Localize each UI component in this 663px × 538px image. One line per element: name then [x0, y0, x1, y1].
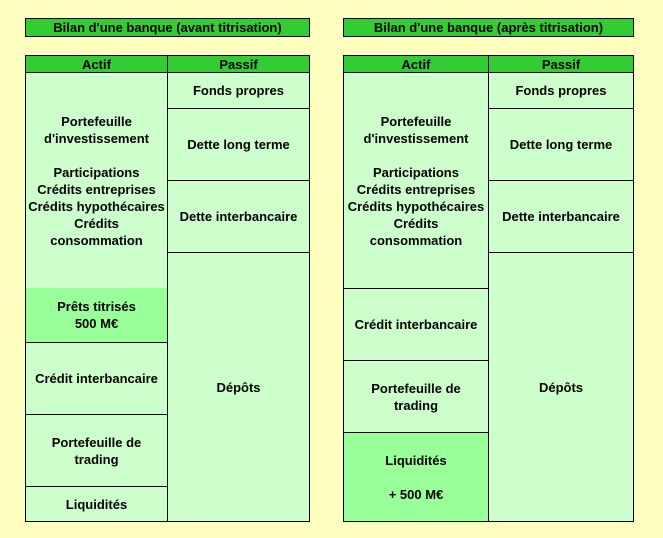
credit-interbancaire-before: Crédit interbancaire [25, 342, 168, 415]
credit-interbancaire-label: Crédit interbancaire [354, 317, 478, 332]
trading-line2: trading [393, 397, 439, 413]
portefeuille-line2: d'investissement [363, 130, 469, 146]
portefeuille-investissement-after: Portefeuille d'investissement Participat… [343, 72, 489, 289]
dette-long-terme-before: Dette long terme [167, 108, 310, 181]
portefeuille-line1: Portefeuille [380, 113, 452, 129]
title-before: Bilan d'une banque (avant titrisation) [25, 18, 310, 37]
credits: Crédits [74, 215, 119, 231]
credits-hypothecaires: Crédits hypothécaires [28, 198, 165, 214]
credit-interbancaire-label: Crédit interbancaire [35, 371, 158, 386]
portefeuille-line1: Portefeuille [61, 113, 132, 129]
depots-after: Dépôts [488, 252, 634, 522]
dette-interbancaire-label: Dette interbancaire [179, 209, 298, 224]
trading-line1: Portefeuille de [371, 380, 461, 396]
trading-line2: trading [74, 451, 119, 467]
depots-before: Dépôts [167, 252, 310, 522]
dette-interbancaire-after: Dette interbancaire [488, 180, 634, 253]
dette-long-terme-label: Dette long terme [187, 137, 290, 152]
liquidites-before: Liquidités [25, 486, 168, 522]
liquidites-label: Liquidités [385, 452, 447, 468]
prets-titrises-label: Prêts titrisés [57, 299, 136, 314]
prets-titrises-before: Prêts titrisés 500 M€ [25, 288, 168, 343]
passif-header-before: Passif [167, 55, 310, 73]
credits-entreprises: Crédits entreprises [37, 181, 156, 197]
trading-line1: Portefeuille de [51, 434, 142, 450]
dette-long-terme-label: Dette long terme [509, 137, 613, 152]
dette-interbancaire-label: Dette interbancaire [502, 209, 620, 224]
liquidites-label: Liquidités [65, 496, 128, 512]
consommation: consommation [369, 232, 463, 248]
portefeuille-line2: d'investissement [44, 130, 149, 146]
dette-interbancaire-before: Dette interbancaire [167, 180, 310, 253]
fonds-propres-before: Fonds propres [167, 72, 310, 109]
portefeuille-trading-before: Portefeuille de trading [25, 414, 168, 487]
participations: Participations [53, 164, 140, 180]
consommation: consommation [50, 232, 143, 248]
passif-header-after: Passif [488, 55, 634, 73]
liquidites-amount: + 500 M€ [388, 486, 444, 502]
portefeuille-trading-after: Portefeuille de trading [343, 360, 489, 433]
participations: Participations [373, 164, 459, 180]
credit-interbancaire-after: Crédit interbancaire [343, 288, 489, 361]
actif-header-after: Actif [343, 55, 489, 73]
depots-label: Dépôts [216, 379, 261, 395]
credits: Crédits [393, 215, 439, 231]
dette-long-terme-after: Dette long terme [488, 108, 634, 181]
fonds-propres-label: Fonds propres [515, 83, 607, 98]
fonds-propres-label: Fonds propres [192, 83, 284, 98]
actif-header-before: Actif [25, 55, 168, 73]
fonds-propres-after: Fonds propres [488, 72, 634, 109]
credits-entreprises: Crédits entreprises [356, 181, 476, 197]
portefeuille-investissement-before: Portefeuille d'investissement Participat… [25, 72, 168, 289]
credits-hypothecaires: Crédits hypothécaires [347, 198, 485, 214]
title-after: Bilan d'une banque (après titrisation) [343, 18, 634, 37]
prets-titrises-amount: 500 M€ [74, 316, 119, 331]
liquidites-after: Liquidités + 500 M€ [343, 432, 489, 522]
depots-label: Dépôts [538, 379, 584, 395]
